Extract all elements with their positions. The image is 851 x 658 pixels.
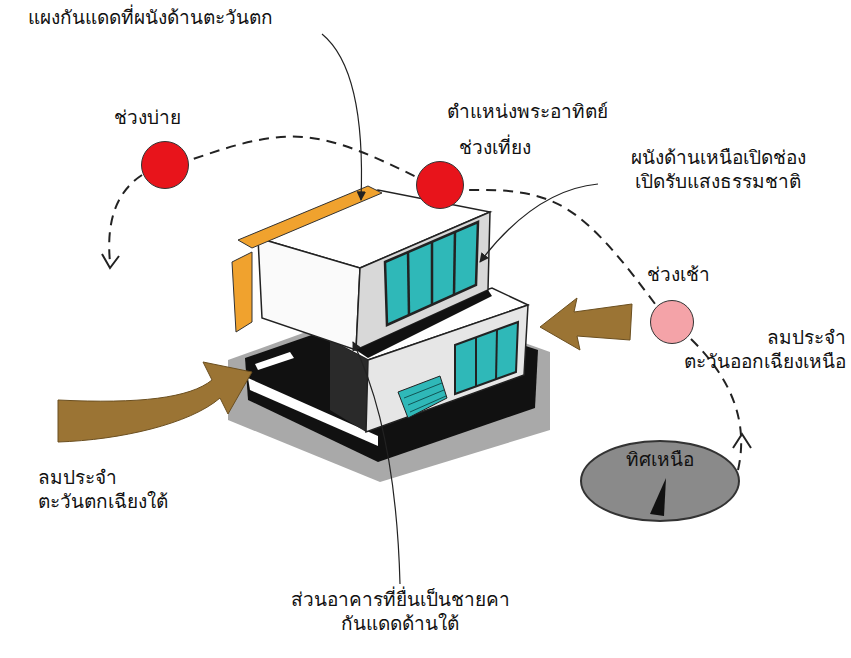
text-line: ทิศเหนือ: [582, 448, 738, 472]
window-mullion: [431, 242, 434, 305]
sun-path: [109, 175, 142, 262]
leader-line: [353, 342, 400, 584]
callout-label: ส่วนอาคารที่ยื่นเป็นชายคา กันแดดด้านใต้: [225, 588, 575, 636]
window-mullion: [408, 252, 409, 315]
needle: [650, 478, 666, 516]
text-line: ส่วนอาคารที่ยื่นเป็นชายคา: [225, 588, 575, 612]
text-line: ผนังด้านเหนือเปิดช่อง: [598, 146, 838, 170]
text-line: ลมประจำ: [38, 466, 238, 490]
text-line: ช่วงเที่ยง: [459, 136, 531, 160]
callout-label: ผนังด้านเหนือเปิดช่อง เปิดรับแสงธรรมชาติ: [598, 146, 838, 194]
sun-path-arrow: [733, 434, 751, 448]
window-mullion: [496, 330, 497, 380]
stair: [398, 376, 447, 418]
text-line: กันแดดด้านใต้: [225, 612, 575, 636]
sunshade-panel: [238, 186, 382, 248]
gap-shadow: [356, 290, 492, 358]
north-compass: ทิศเหนือ: [580, 440, 740, 522]
text-line: แผงกันแดดที่ผนังด้านตะวันตก: [28, 6, 358, 30]
wind-arrow: [58, 362, 252, 442]
stair-steps: [404, 383, 446, 412]
sunshade-panel: [232, 252, 252, 332]
node-label: ตำแหน่งพระอาทิตย์: [447, 100, 608, 124]
text-line: เปิดรับแสงธรรมชาติ: [598, 170, 838, 194]
leader-line: [322, 34, 362, 200]
sun-path: [467, 190, 655, 304]
text-line: ช่วงบ่าย: [114, 106, 181, 130]
sun-afternoon: ช่วงบ่าย: [141, 141, 189, 189]
text-line: ลมประจำ: [616, 326, 846, 350]
wind-arrow: [540, 298, 632, 350]
slab-edge: [255, 352, 294, 370]
sun-noon: ตำแหน่งพระอาทิตย์ช่วงเที่ยง: [416, 161, 464, 209]
sun-morning: ช่วงเช้า: [650, 300, 694, 344]
text-line: ตะวันตกเฉียงใต้: [38, 490, 238, 514]
callout-label: ลมประจำ ตะวันออกเฉียงเหนือ: [616, 326, 846, 374]
node-label: ช่วงเที่ยง: [459, 136, 531, 160]
sun-path-arrow: [102, 254, 119, 268]
node-label: ช่วงเช้า: [647, 263, 710, 287]
node-label: ทิศเหนือ: [582, 448, 738, 472]
window-mullion: [475, 338, 477, 387]
lower-window: [455, 322, 518, 394]
upper-box-side: [258, 238, 360, 350]
node-label: ช่วงบ่าย: [114, 106, 181, 130]
text-line: ตะวันออกเฉียงเหนือ: [616, 350, 846, 374]
callout-label: ลมประจำ ตะวันตกเฉียงใต้: [38, 466, 238, 514]
sun-path: [191, 137, 414, 176]
text-line: ช่วงเช้า: [647, 263, 710, 287]
callout-label: แผงกันแดดที่ผนังด้านตะวันตก: [28, 6, 358, 30]
window-mullion: [454, 232, 455, 295]
text-line: ตำแหน่งพระอาทิตย์: [447, 100, 608, 124]
